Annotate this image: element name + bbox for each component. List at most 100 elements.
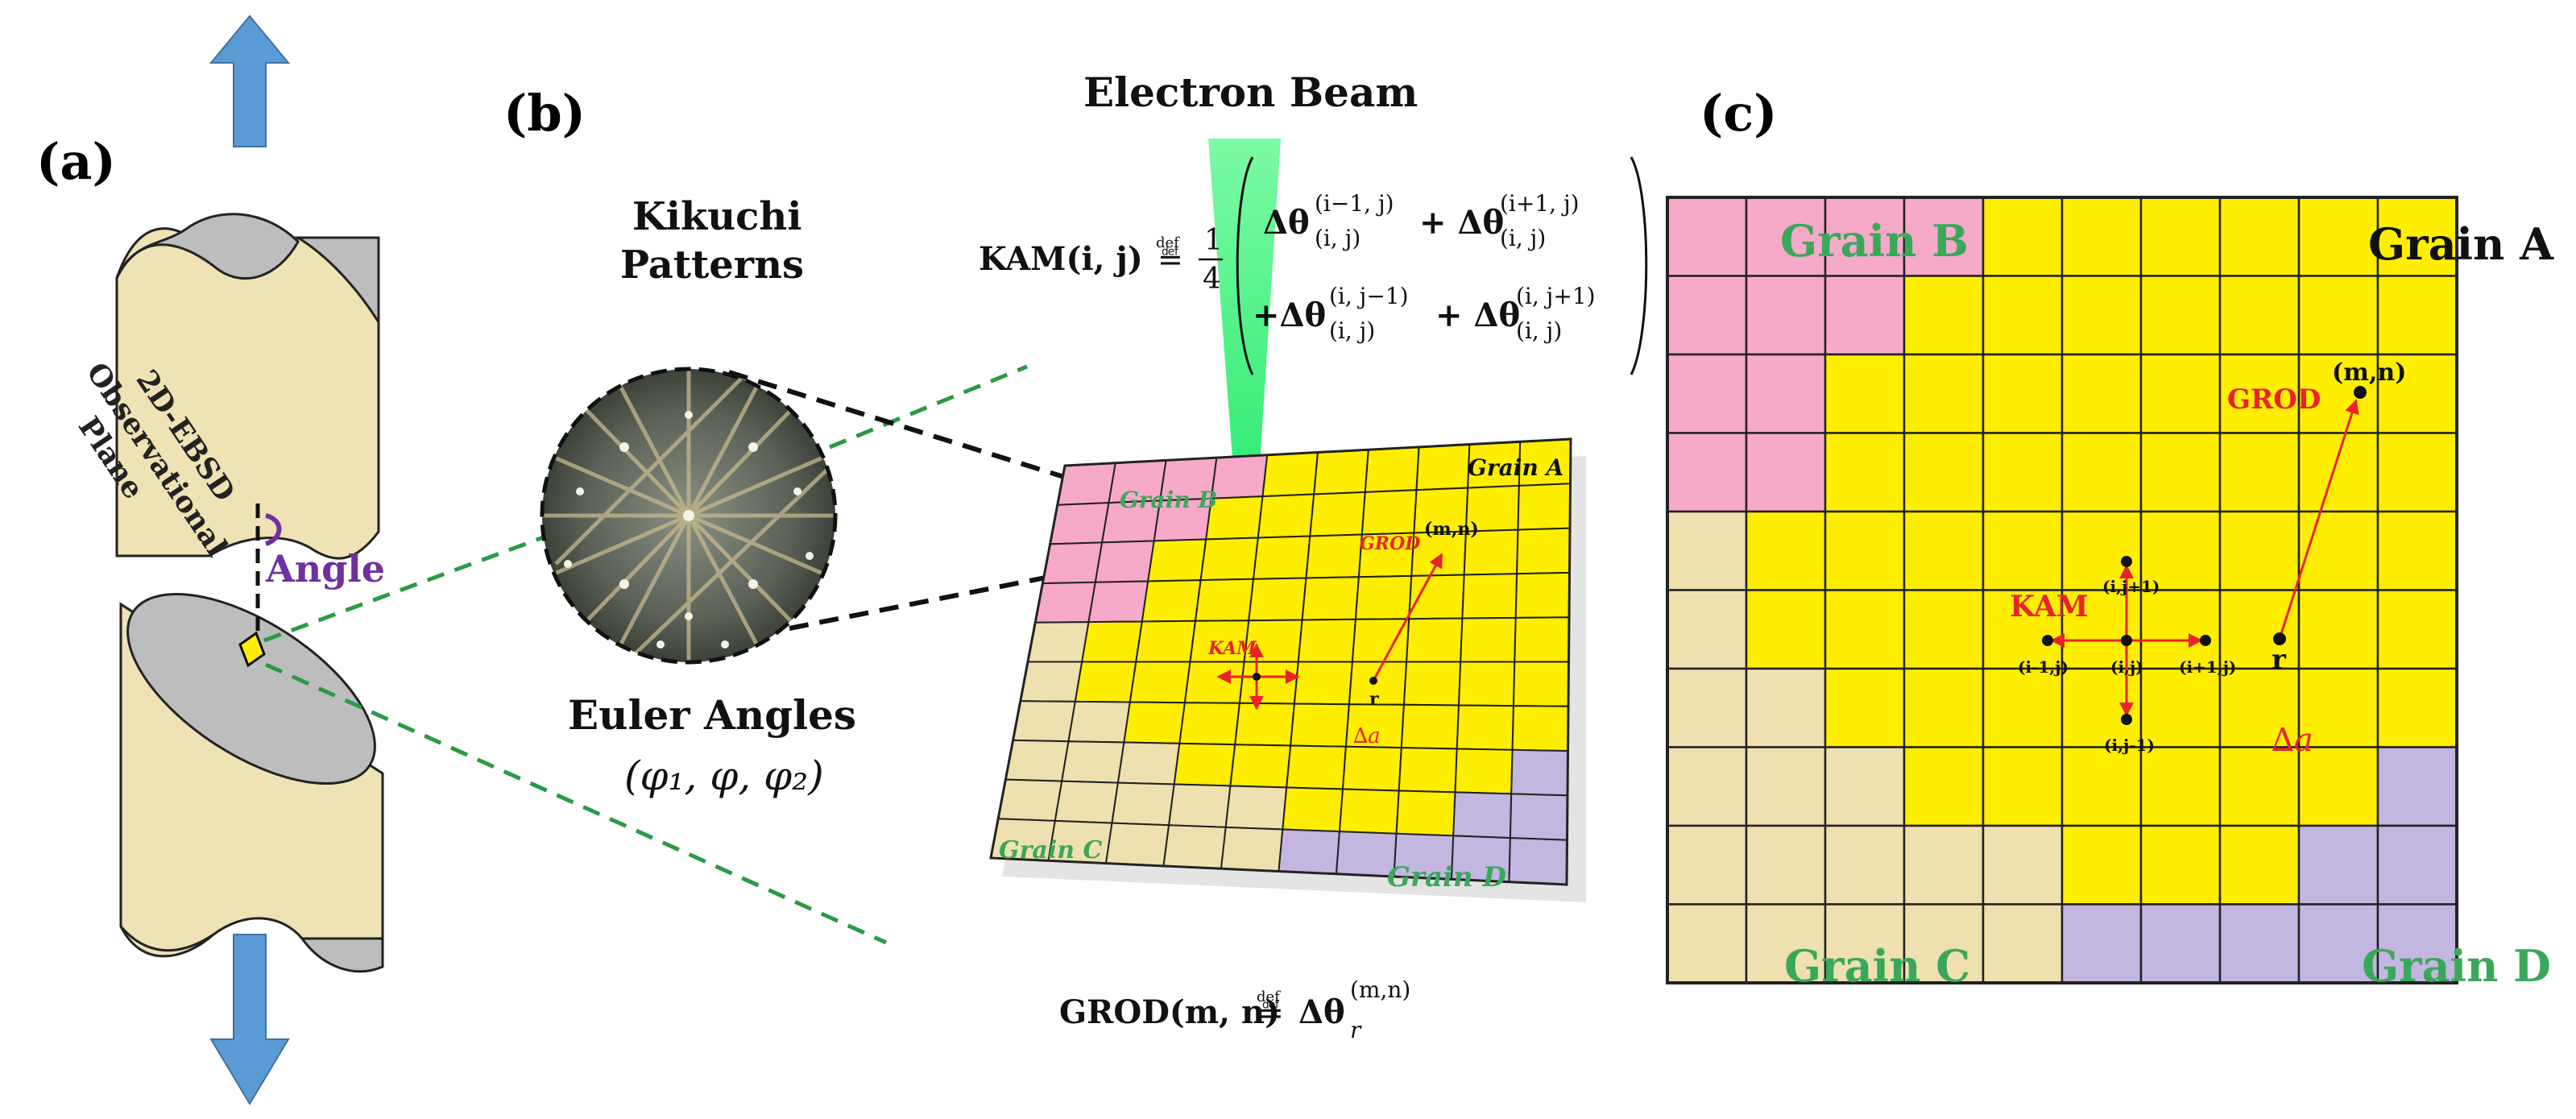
grid-cell xyxy=(2218,824,2301,906)
mini-grid-cell xyxy=(1004,739,1070,782)
mini-grid-cell xyxy=(1351,618,1410,663)
mini-grid-cell xyxy=(1129,661,1191,704)
mini-grid-cell xyxy=(1019,661,1083,702)
r-label: r xyxy=(2272,644,2287,676)
grid-cell xyxy=(2297,824,2379,906)
mini-grid-cell xyxy=(1282,786,1344,833)
grid-cell xyxy=(2376,432,2458,513)
mini-grain-a-label: Grain A xyxy=(1468,454,1563,481)
grid-cell xyxy=(2376,746,2458,827)
grid-cell xyxy=(1745,589,1827,670)
grid-cell xyxy=(2218,589,2301,670)
mini-grid-cell xyxy=(1338,788,1400,835)
svg-text:+ Δθ: + Δθ xyxy=(1435,296,1520,334)
mini-grid-cell xyxy=(1290,702,1350,748)
grid-cell xyxy=(1903,589,1985,670)
grid-cell xyxy=(2297,275,2379,356)
mini-grid-cell xyxy=(1454,748,1514,795)
grid-cell xyxy=(2376,353,2458,434)
specimen-bottom-half xyxy=(119,592,384,973)
svg-text:(i, j): (i, j) xyxy=(1315,225,1360,251)
mn-label: (m,n) xyxy=(2332,358,2406,387)
mini-grid-cell xyxy=(1402,661,1462,707)
mini-grid-cell xyxy=(1511,705,1570,752)
mini-grid-cell xyxy=(1406,617,1464,663)
mini-grid-cell xyxy=(1167,783,1232,828)
grid-cell xyxy=(1824,903,1906,984)
svg-text:(i, j): (i, j) xyxy=(1329,317,1375,344)
grid-cell xyxy=(2060,746,2143,827)
panel-b-label: (b) xyxy=(503,84,586,143)
grod-label: GROD xyxy=(2227,383,2321,416)
mini-grain-d-label: Grain D xyxy=(1387,861,1506,893)
mini-grid-cell xyxy=(1286,744,1347,790)
grid-cell xyxy=(2297,746,2379,827)
mini-grid-cell xyxy=(1398,747,1458,794)
grid-cell xyxy=(1666,353,1748,434)
grid-cell xyxy=(1903,667,1985,748)
grid-cell xyxy=(1745,510,1827,591)
mini-grid-cell xyxy=(1341,745,1402,792)
grid-cell xyxy=(1666,746,1748,827)
mini-grid-cell xyxy=(1081,620,1143,663)
grid-cell xyxy=(1824,667,1906,748)
grid-cell xyxy=(1903,353,1985,434)
svg-text:+ Δθ: + Δθ xyxy=(1419,204,1504,242)
mini-grid-cell xyxy=(1517,483,1572,531)
grid-cell xyxy=(2139,275,2222,356)
mini-grid-cell xyxy=(997,778,1063,822)
mini-grid-cell xyxy=(1238,661,1299,705)
svg-text:GROD(m, n): GROD(m, n) xyxy=(1059,993,1280,1031)
grid-cell xyxy=(1666,275,1748,356)
ij-label: (i,j) xyxy=(2110,657,2143,677)
grid-cell xyxy=(1824,432,1906,513)
grid-cell xyxy=(2376,903,2458,984)
mini-grid-cell xyxy=(1056,462,1116,506)
grid-cell xyxy=(2060,196,2143,277)
mini-grid-cell xyxy=(1508,837,1568,886)
grid-cell xyxy=(2297,196,2379,277)
mini-grid-cell xyxy=(1457,661,1516,707)
grid-cell xyxy=(1824,510,1906,591)
mini-grid-cell xyxy=(1509,793,1569,841)
grid-cell xyxy=(1982,275,2064,356)
mini-grid-cell xyxy=(1224,785,1288,831)
mini-grid-cell xyxy=(1135,620,1197,663)
mini-grod-label: GROD xyxy=(1360,533,1420,554)
panel-c-label: (c) xyxy=(1700,84,1777,143)
mini-grid-cell xyxy=(1012,700,1076,743)
svg-text:+Δθ: +Δθ xyxy=(1253,296,1326,334)
mini-grid-cell xyxy=(1199,537,1259,582)
grid-cell xyxy=(1982,353,2064,434)
svg-text:(i, j+1): (i, j+1) xyxy=(1516,283,1596,309)
mini-grid-cell xyxy=(1111,781,1175,827)
svg-text:(m,n): (m,n) xyxy=(1350,976,1410,1003)
grid-cell xyxy=(1745,746,1827,827)
mini-r-label: r xyxy=(1369,689,1379,710)
grid-cell xyxy=(2139,510,2222,591)
panel-a-label: (a) xyxy=(36,132,116,191)
mini-grid-cell xyxy=(1087,580,1149,624)
grid-cell xyxy=(1745,667,1827,748)
grid-cell xyxy=(2060,432,2143,513)
grid-cell xyxy=(1903,275,1985,356)
mini-grid-cell xyxy=(1461,573,1518,620)
grid-cell xyxy=(2218,275,2301,356)
kikuchi-label-1: Kikuchi xyxy=(632,194,801,239)
grid-cell xyxy=(1903,824,1985,906)
grain-c-label: Grain C xyxy=(1784,940,1970,992)
svg-text:≝: ≝ xyxy=(1158,242,1183,277)
grid-cell xyxy=(1666,824,1748,906)
tension-arrow-up-icon xyxy=(209,15,291,147)
mini-grid-cell xyxy=(1261,451,1319,498)
grid-cell xyxy=(2376,667,2458,748)
grid-cell xyxy=(2218,903,2301,984)
grid-border xyxy=(1666,196,2458,984)
delta-a-label: ∆a xyxy=(2272,722,2313,759)
svg-text:≝: ≝ xyxy=(1258,995,1284,1030)
panel-b: (b) Electron Beam Kikuchi Patterns xyxy=(503,68,1648,1043)
mini-grid-cell xyxy=(1141,579,1202,623)
mini-grid-cell xyxy=(1460,616,1517,663)
mini-mn-label: (m,n) xyxy=(1424,519,1479,540)
mini-grid-cell xyxy=(1354,574,1413,620)
